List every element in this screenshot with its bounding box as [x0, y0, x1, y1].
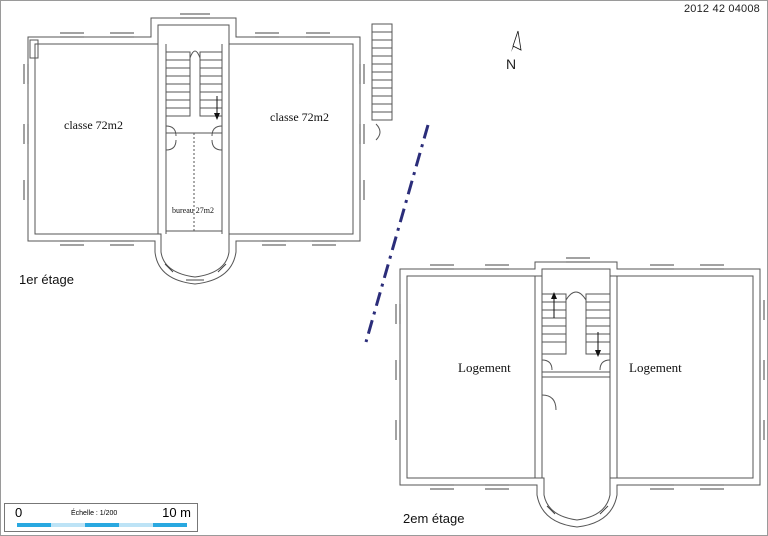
scale-segment: [17, 523, 51, 527]
scale-bar: 0 Échelle : 1/200 10 m: [4, 503, 198, 532]
floor-label-first: 1er étage: [19, 272, 74, 287]
room-label-logement-west: Logement: [458, 360, 511, 375]
room-label-logement-east: Logement: [629, 360, 682, 375]
scale-segment: [153, 523, 187, 527]
scale-caption: Échelle : 1/200: [71, 510, 118, 517]
section-line: [364, 124, 430, 343]
second-floor-windows: [395, 257, 765, 515]
first-floor-plan: [27, 17, 393, 285]
room-label-classe-east: classe 72m2: [270, 110, 329, 124]
room-label-bureau: bureau 27m2: [172, 206, 214, 215]
first-floor-windows: [23, 13, 365, 281]
north-label: N: [506, 56, 517, 72]
second-floor-plan: [399, 261, 761, 528]
scale-end: 10 m: [162, 505, 191, 520]
scale-segment: [51, 523, 85, 527]
floor-label-second: 2em étage: [403, 511, 465, 526]
scale-bar-segments: [17, 523, 187, 527]
reference-number: 2012 42 04008: [683, 3, 760, 15]
scale-start: 0: [15, 505, 23, 520]
room-label-classe-west: classe 72m2: [64, 118, 123, 132]
scale-segment: [119, 523, 153, 527]
scale-segment: [85, 523, 119, 527]
